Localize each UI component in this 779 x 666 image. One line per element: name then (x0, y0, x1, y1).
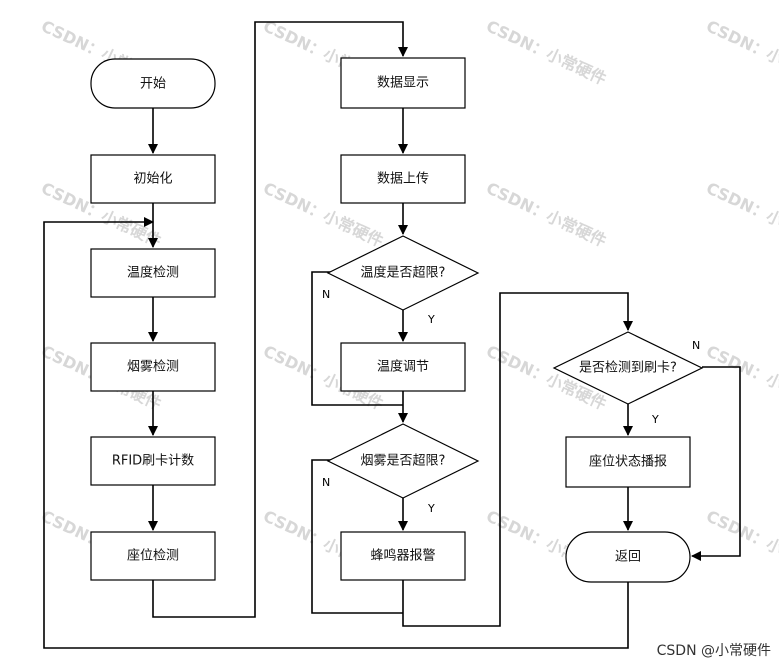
no-label: N (692, 339, 700, 352)
smoke-over-label: 烟雾是否超限? (361, 454, 446, 469)
no-label: N (322, 476, 330, 489)
return-node: 返回 (565, 531, 691, 583)
return-label: 返回 (615, 550, 641, 565)
smoke-detect-node: 烟雾检测 (90, 342, 216, 392)
seat-detect-label: 座位检测 (127, 549, 179, 564)
watermark: CSDN：小常硬件 (483, 16, 609, 88)
rfid-count-label: RFID刷卡计数 (112, 454, 194, 469)
watermark: CSDN：小常硬件 (703, 178, 779, 250)
branch-labels: N Y N Y N Y (322, 288, 700, 515)
temp-adjust-label: 温度调节 (377, 359, 429, 375)
temp-over-label: 温度是否超限? (361, 265, 446, 281)
edge (43, 217, 629, 649)
smoke-over-decision: 烟雾是否超限? (326, 423, 480, 499)
edge (311, 271, 403, 406)
edge (152, 21, 408, 618)
data-upload-label: 数据上传 (377, 172, 429, 187)
temp-over-decision: 温度是否超限? (326, 235, 480, 311)
watermark: CSDN：小常硬件 (703, 341, 779, 413)
watermark: CSDN：小常硬件 (703, 16, 779, 88)
edge (691, 366, 741, 561)
card-check-decision: 是否检测到刷卡? (552, 331, 704, 405)
smoke-detect-label: 烟雾检测 (127, 360, 179, 375)
rfid-count-node: RFID刷卡计数 (90, 436, 216, 486)
seat-detect-node: 座位检测 (90, 531, 216, 581)
watermark: CSDN：小常硬件 (483, 178, 609, 250)
watermark: CSDN：小常硬件 (703, 506, 779, 578)
edges (43, 21, 741, 649)
data-display-node: 数据显示 (340, 57, 466, 109)
footer-watermark: CSDN @小常硬件 (656, 643, 771, 659)
start-label: 开始 (140, 77, 166, 92)
data-display-label: 数据显示 (377, 76, 429, 91)
temp-detect-node: 温度检测 (90, 248, 216, 298)
temp-detect-label: 温度检测 (127, 265, 179, 281)
init-node: 初始化 (90, 154, 216, 204)
init-label: 初始化 (133, 172, 172, 187)
card-check-label: 是否检测到刷卡? (579, 361, 677, 376)
edge (402, 292, 633, 627)
seat-report-node: 座位状态播报 (565, 436, 691, 488)
yes-label: Y (427, 502, 435, 515)
buzzer-alarm-label: 蜂鸣器报警 (370, 548, 435, 564)
no-label: N (322, 288, 330, 301)
yes-label: Y (651, 413, 659, 426)
data-upload-node: 数据上传 (340, 154, 466, 204)
start-node: 开始 (90, 58, 216, 109)
temp-adjust-node: 温度调节 (340, 342, 466, 392)
buzzer-alarm-node: 蜂鸣器报警 (340, 531, 466, 581)
yes-label: Y (427, 313, 435, 326)
seat-report-label: 座位状态播报 (589, 455, 667, 470)
edge (311, 459, 403, 614)
